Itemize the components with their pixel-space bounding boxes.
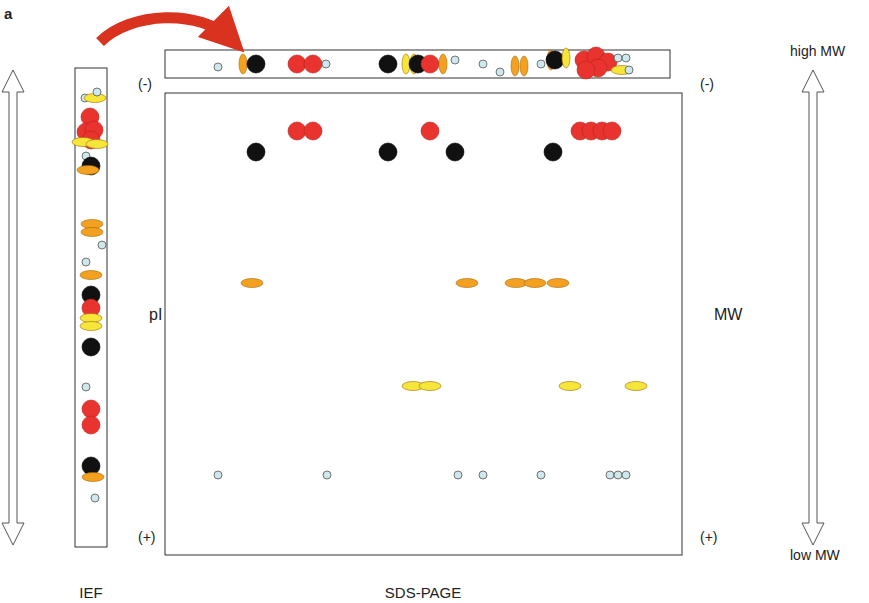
protein-spot — [214, 471, 222, 479]
sds-page-gel — [165, 93, 682, 555]
protein-spot — [520, 56, 528, 76]
protein-spot — [86, 140, 108, 149]
protein-spot — [614, 471, 622, 479]
protein-spot — [82, 400, 100, 418]
protein-spot — [479, 471, 487, 479]
protein-spot — [91, 494, 99, 502]
protein-spot — [288, 55, 306, 73]
protein-spot — [419, 382, 441, 391]
protein-spot — [524, 279, 546, 288]
protein-spot — [81, 228, 103, 237]
protein-spot — [288, 122, 306, 140]
protein-spot — [247, 55, 265, 73]
protein-spot — [446, 143, 464, 161]
protein-spot — [82, 383, 90, 391]
protein-spot — [421, 122, 439, 140]
protein-spot — [562, 48, 570, 68]
protein-spot — [80, 322, 102, 331]
protein-spot — [304, 55, 322, 73]
protein-spot — [421, 55, 439, 73]
protein-spot — [603, 122, 621, 140]
protein-spot — [379, 55, 397, 73]
method-label: SDS-PAGE — [385, 585, 461, 600]
method-label: IEF — [79, 585, 102, 600]
polarity-sign: (-) — [700, 77, 714, 91]
protein-spot — [323, 471, 331, 479]
protein-spot — [546, 51, 564, 69]
protein-spots — [72, 47, 647, 502]
protein-spot — [82, 473, 104, 482]
protein-spot — [439, 54, 447, 74]
protein-spot — [544, 143, 562, 161]
protein-spot — [214, 63, 222, 71]
protein-spot — [241, 279, 263, 288]
protein-spot — [547, 279, 569, 288]
panel-letter: a — [4, 6, 12, 21]
protein-spot — [537, 471, 545, 479]
protein-spot — [479, 60, 487, 68]
protein-spot — [304, 122, 322, 140]
protein-spot — [614, 54, 622, 62]
protein-spot — [454, 471, 462, 479]
protein-spot — [239, 54, 247, 74]
protein-spot — [379, 143, 397, 161]
protein-spot — [451, 56, 459, 64]
protein-spot — [611, 66, 633, 75]
protein-spot — [82, 416, 100, 434]
polarity-sign: (-) — [138, 77, 152, 91]
protein-spot — [622, 54, 630, 62]
protein-spot — [537, 60, 545, 68]
protein-spot — [625, 66, 633, 74]
protein-spot — [80, 271, 102, 280]
mw-direction-arrow — [802, 70, 824, 545]
protein-spot — [456, 279, 478, 288]
protein-spot — [622, 471, 630, 479]
protein-spot — [247, 143, 265, 161]
protein-spot — [496, 68, 504, 76]
transfer-arrow — [100, 18, 232, 42]
protein-spot — [81, 220, 103, 229]
polarity-sign: (+) — [700, 530, 718, 544]
protein-spot — [559, 382, 581, 391]
axis-end-label: high MW — [790, 44, 845, 58]
protein-spot — [82, 338, 100, 356]
pi-direction-arrow — [2, 70, 24, 545]
axis-label: pI — [149, 307, 162, 323]
axis-label: MW — [714, 307, 742, 323]
axis-end-label: low MW — [790, 548, 840, 562]
polarity-sign: (+) — [138, 530, 156, 544]
protein-spot — [577, 61, 595, 79]
protein-spot — [511, 56, 519, 76]
protein-spot — [80, 314, 102, 323]
protein-spot — [77, 166, 99, 175]
protein-spot — [98, 241, 106, 249]
protein-spot — [606, 471, 614, 479]
protein-spot — [322, 60, 330, 68]
protein-spot — [93, 88, 101, 96]
protein-spot — [82, 258, 90, 266]
protein-spot — [625, 382, 647, 391]
